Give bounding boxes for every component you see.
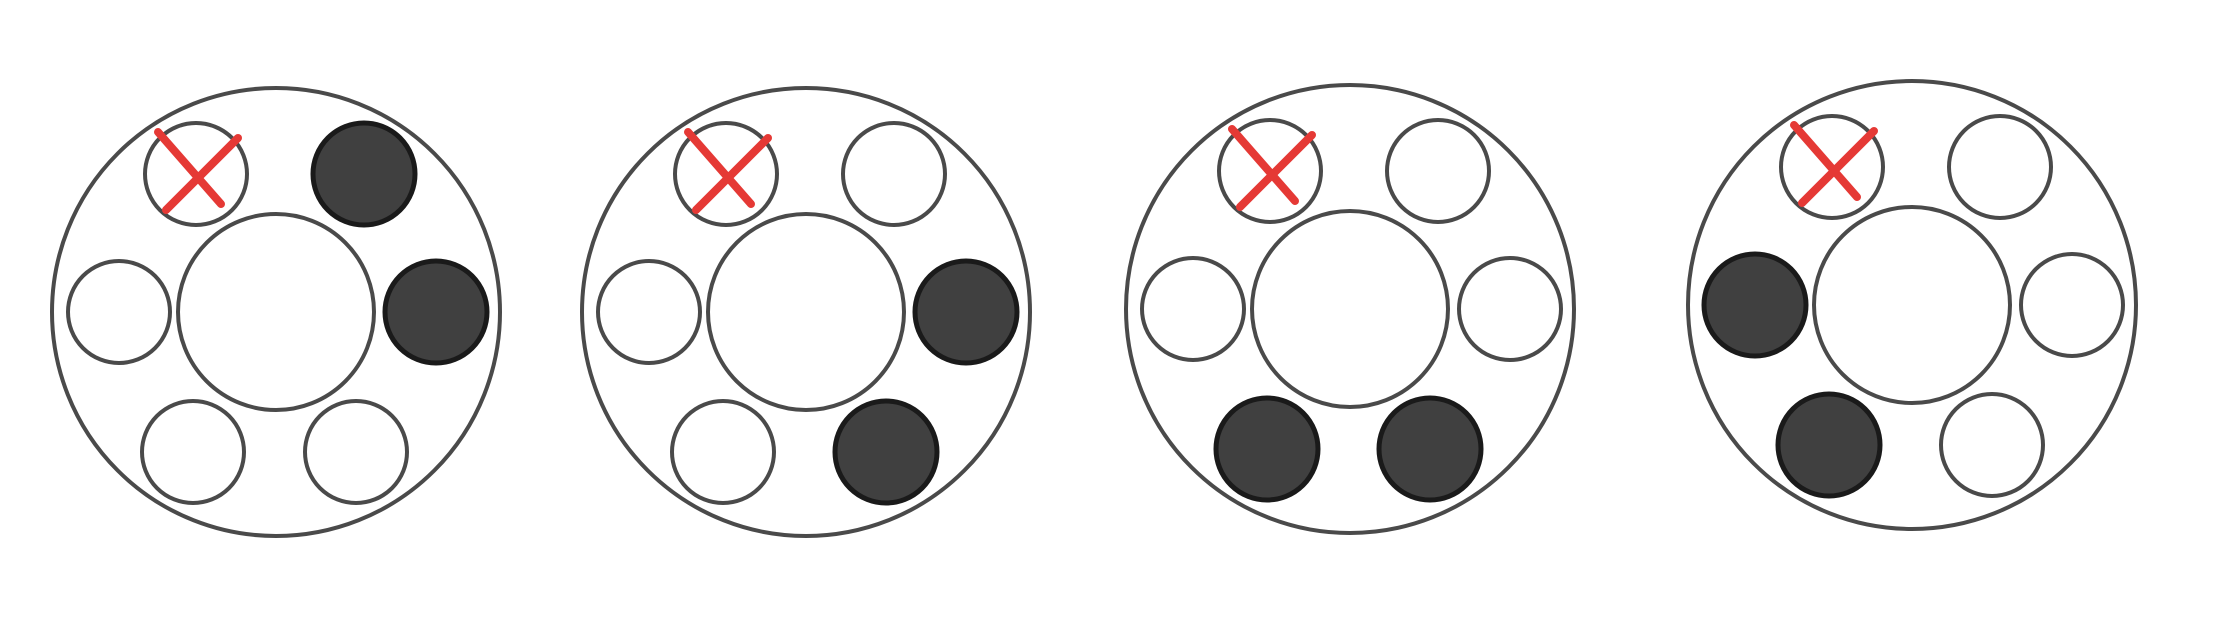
hole-top-right-filled [310, 120, 418, 228]
outer-ring [580, 86, 1032, 538]
cross-mark-icon [154, 128, 242, 214]
outer-ring [1686, 79, 2138, 531]
hole-bottom-left-filled [1213, 395, 1321, 503]
outer-ring [50, 86, 502, 538]
hole-top-right-empty [1947, 114, 2053, 220]
cross-mark-icon [684, 128, 772, 214]
hole-bottom-left-filled [1775, 391, 1883, 499]
wheel-1 [50, 86, 502, 538]
wheel-3 [1124, 83, 1576, 535]
hole-right-empty [1457, 256, 1563, 362]
wheel-4 [1686, 79, 2138, 531]
hole-bottom-right-filled [832, 398, 940, 506]
hole-left-empty [1140, 256, 1246, 362]
hole-bottom-right-empty [1939, 392, 2045, 498]
hole-top-left-crossed [673, 121, 779, 227]
hole-top-left-crossed [1217, 118, 1323, 224]
hole-left-filled [1701, 251, 1809, 359]
cross-mark-icon [1790, 121, 1878, 207]
center-hub [706, 212, 906, 412]
hole-right-empty [2019, 252, 2125, 358]
hole-right-filled [382, 258, 490, 366]
center-hub [176, 212, 376, 412]
hole-right-filled [912, 258, 1020, 366]
hole-left-empty [596, 259, 702, 365]
hole-bottom-right-empty [303, 399, 409, 505]
hole-top-right-empty [1385, 118, 1491, 224]
cross-mark-icon [1228, 125, 1316, 211]
hole-top-right-empty [841, 121, 947, 227]
outer-ring [1124, 83, 1576, 535]
hole-bottom-left-empty [670, 399, 776, 505]
wheel-2 [580, 86, 1032, 538]
hole-bottom-left-empty [140, 399, 246, 505]
center-hub [1250, 209, 1450, 409]
hole-top-left-crossed [143, 121, 249, 227]
center-hub [1812, 205, 2012, 405]
hole-left-empty [66, 259, 172, 365]
hole-bottom-right-filled [1376, 395, 1484, 503]
hole-top-left-crossed [1779, 114, 1885, 220]
